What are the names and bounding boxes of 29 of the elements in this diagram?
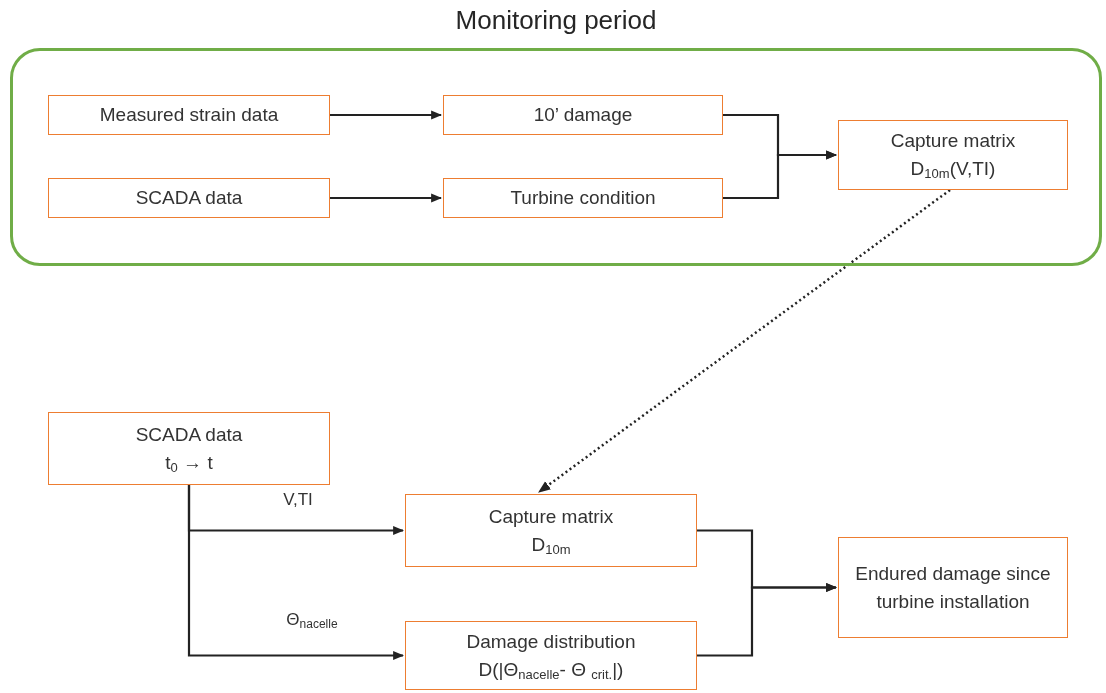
process-box [48,412,330,485]
group-title: Monitoring period [454,4,658,37]
process-box [405,621,697,690]
box-text: D(|Θ$_{nacelle}$- Θ $_{crit.}$|) [478,657,624,684]
box-text: SCADA data [135,186,243,210]
box-text: D$_{10m}$(V,TI) [910,157,996,183]
process-box [443,178,723,218]
process-box [48,95,330,135]
box-text: D$_{10m}$ [531,532,571,559]
dotted-arrow [538,189,951,493]
process-box [443,95,723,135]
box-text: Capture matrix [488,504,614,529]
process-box [838,120,1068,190]
arrow [330,193,443,203]
arrow [187,485,405,660]
box-text: Turbine condition [510,186,656,210]
arrow [697,583,838,657]
process-box [838,537,1068,638]
box-text: Measured strain data [99,103,279,127]
box-text: SCADA data [135,422,243,447]
box-text: 10’ damage [533,103,633,127]
box-text: Endured damage since turbine installation [854,561,1052,614]
box-text: Damage distribution [466,629,636,654]
process-box [405,494,697,567]
arrow [723,150,838,200]
box-text: t$_{0}$ → t [165,450,213,477]
process-box [48,178,330,218]
arrow [330,110,443,120]
box-text: Capture matrix [890,129,1016,153]
